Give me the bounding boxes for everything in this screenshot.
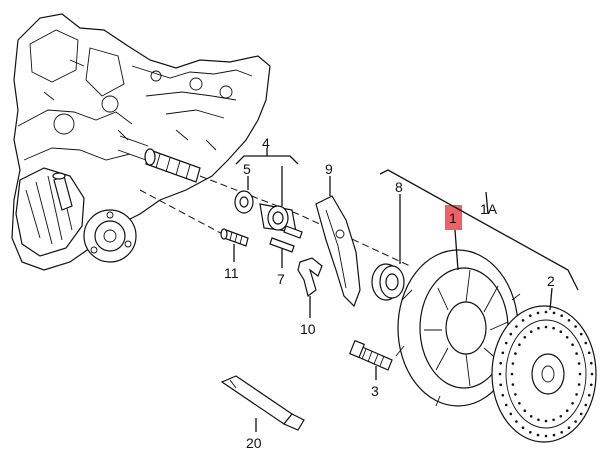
friction-dot xyxy=(515,325,518,328)
friction-dot xyxy=(509,332,513,336)
friction-dot xyxy=(567,426,571,430)
friction-dot xyxy=(529,330,533,334)
friction-dot xyxy=(559,415,563,418)
friction-dot xyxy=(559,330,563,334)
part-8-release-bearing xyxy=(371,263,405,301)
callout-10: 10 xyxy=(300,321,316,337)
friction-dot xyxy=(571,343,574,347)
friction-dot xyxy=(523,409,527,413)
callout-7: 7 xyxy=(277,271,285,287)
part-5-bush xyxy=(234,190,254,214)
friction-dot xyxy=(577,383,581,386)
friction-dot xyxy=(590,372,594,376)
friction-dot xyxy=(529,415,533,418)
friction-dot xyxy=(509,412,513,416)
friction-dot xyxy=(587,351,591,355)
friction-dot xyxy=(501,351,505,355)
friction-dot xyxy=(560,314,563,318)
callout-1a: 1A xyxy=(480,201,498,217)
callout-5: 5 xyxy=(243,161,251,177)
callout-2: 2 xyxy=(547,273,555,289)
friction-dot xyxy=(552,311,556,315)
friction-dot xyxy=(552,418,555,422)
friction-dot xyxy=(514,393,517,396)
leader-lines xyxy=(233,148,579,432)
friction-dot xyxy=(510,372,514,376)
part-11-bolt xyxy=(220,228,249,247)
callout-4: 4 xyxy=(262,135,270,151)
friction-dot xyxy=(560,431,563,434)
friction-dot xyxy=(579,412,583,416)
friction-dot xyxy=(544,419,548,423)
friction-dot xyxy=(514,352,517,355)
friction-dot xyxy=(515,420,518,423)
friction-dot xyxy=(565,409,569,413)
friction-dot xyxy=(575,393,578,396)
part-2-clutch-disc xyxy=(491,305,597,443)
friction-dot xyxy=(537,326,540,330)
friction-dot xyxy=(552,326,555,330)
friction-dot xyxy=(584,403,588,407)
friction-dot xyxy=(523,336,527,339)
part-10-clip xyxy=(297,257,323,298)
friction-dot xyxy=(590,361,593,365)
friction-dot xyxy=(521,426,525,430)
friction-dot xyxy=(574,420,577,423)
friction-dot xyxy=(577,362,581,365)
assembly-axis-lower xyxy=(139,189,231,239)
friction-dot xyxy=(536,311,540,315)
friction-dot xyxy=(571,402,574,405)
gearbox-housing xyxy=(11,13,271,271)
friction-dot xyxy=(504,403,508,407)
friction-dot xyxy=(584,341,588,345)
friction-dot xyxy=(544,310,548,314)
friction-dot xyxy=(578,372,582,376)
callout-9: 9 xyxy=(325,161,333,177)
friction-dot xyxy=(518,402,521,405)
callout-11: 11 xyxy=(224,265,239,281)
friction-dot xyxy=(552,433,556,437)
friction-dots xyxy=(498,310,594,438)
friction-dot xyxy=(498,372,502,376)
friction-dot xyxy=(590,383,593,387)
friction-dot xyxy=(565,336,569,339)
callout-8: 8 xyxy=(395,179,403,195)
friction-dot xyxy=(504,341,508,345)
friction-dot xyxy=(544,325,548,329)
friction-dot xyxy=(499,361,503,365)
friction-dot xyxy=(579,332,583,336)
part-3-bolt xyxy=(348,339,393,371)
friction-dot xyxy=(574,325,577,328)
assembly-axis xyxy=(199,175,411,267)
friction-dot xyxy=(536,433,540,437)
friction-dot xyxy=(575,352,578,355)
friction-dot xyxy=(501,393,505,397)
friction-dot xyxy=(529,431,532,434)
part-9-release-lever xyxy=(315,195,361,308)
part-1-pressure-plate xyxy=(395,249,521,407)
friction-dot xyxy=(587,393,591,397)
friction-dot xyxy=(567,319,571,322)
callout-1: 1 xyxy=(449,210,457,226)
highlight-box-part-1 xyxy=(445,205,462,230)
friction-dot xyxy=(537,418,540,422)
callout-20: 20 xyxy=(246,435,262,451)
part-7-guide-sleeve xyxy=(259,203,303,253)
friction-dot xyxy=(511,383,515,386)
friction-dot xyxy=(518,343,521,347)
callout-3: 3 xyxy=(371,383,379,399)
friction-dot xyxy=(544,434,548,438)
friction-dot xyxy=(499,383,503,387)
friction-dot xyxy=(521,319,525,322)
friction-dot xyxy=(511,362,515,365)
friction-dot xyxy=(529,314,532,318)
part-20-grease-tube xyxy=(220,375,305,431)
